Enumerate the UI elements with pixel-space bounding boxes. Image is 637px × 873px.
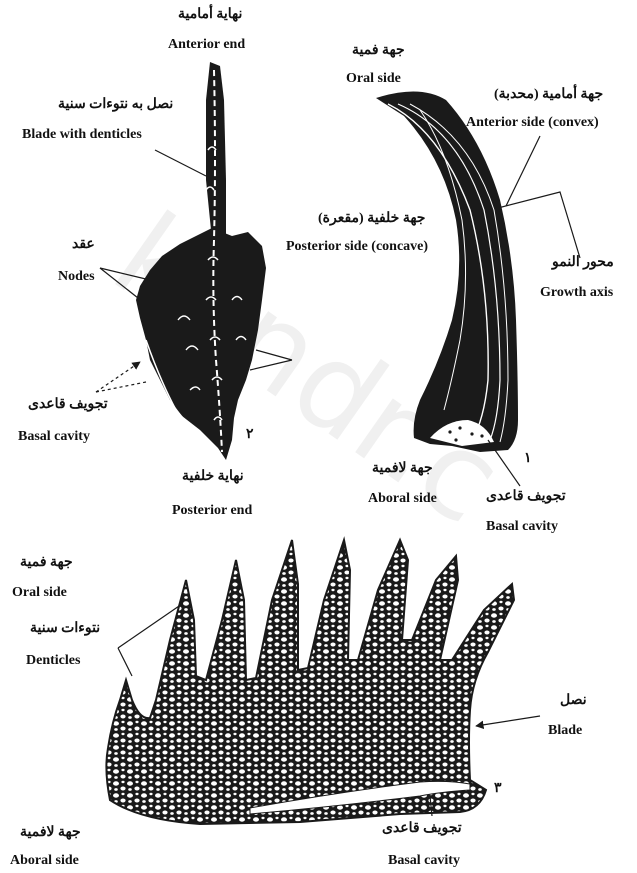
fig3-denticles-en: Denticles xyxy=(26,654,80,668)
fig3-number: ٣ xyxy=(494,782,502,796)
fig3-denticles-ar: نتوءات سنية xyxy=(30,622,100,636)
fig2-right-leader-b xyxy=(250,360,292,370)
fig2-number: ٢ xyxy=(246,428,254,442)
fig2-blade-leader xyxy=(155,150,206,176)
fig3-denticles-leader-b xyxy=(118,648,132,676)
fig2-body xyxy=(136,228,266,460)
fig3-basal-cavity-en: Basal cavity xyxy=(388,854,460,868)
fig1-number: ١ xyxy=(524,452,532,466)
fig1-anterior-leader xyxy=(506,136,540,206)
fig3-basal-cavity-ar: تجويف قاعدى xyxy=(382,822,462,836)
fig1-growth-axis-ar: محور النمو xyxy=(552,256,614,270)
fig2-nodes-en: Nodes xyxy=(58,270,95,284)
fig2-basal-cavity-en: Basal cavity xyxy=(18,430,90,444)
fig1-basal-cavity-en: Basal cavity xyxy=(486,520,558,534)
fig3-blade-en: Blade xyxy=(548,724,582,738)
fig1-aboral-side-ar: جهة لافمية xyxy=(372,462,433,476)
fig3-aboral-side-ar: جهة لافمية xyxy=(20,826,81,840)
figure-2-conodont xyxy=(96,62,292,460)
figure-3-conodont xyxy=(106,540,540,824)
fig2-basal-cavity-ar: تجويف قاعدى xyxy=(28,398,108,412)
fig2-right-leader-a xyxy=(256,350,292,360)
fig3-oral-side-ar: جهة فمية xyxy=(20,556,73,570)
fig1-growth-axis-en: Growth axis xyxy=(540,286,613,300)
fig1-posterior-side-en: Posterior side (concave) xyxy=(286,240,428,254)
fig2-blade-ar: نصل به نتوءات سنية xyxy=(58,98,173,112)
fig1-aboral-side-en: Aboral side xyxy=(368,492,437,506)
fig1-anterior-side-en: Anterior side (convex) xyxy=(466,116,599,130)
fig1-oral-side-en: Oral side xyxy=(346,72,401,86)
fig1-growth-axis-leader xyxy=(498,192,580,258)
fig3-blade-ar: نصل xyxy=(560,694,587,708)
fig3-aboral-side-en: Aboral side xyxy=(10,854,79,868)
fig3-blade-leader xyxy=(476,716,540,726)
fig2-blade-en: Blade with denticles xyxy=(22,128,142,142)
fig2-basal-leader-a xyxy=(96,362,140,392)
fig2-posterior-end-en: Posterior end xyxy=(172,504,252,518)
fig2-nodes-ar: عقد xyxy=(72,238,95,252)
fig3-oral-side-en: Oral side xyxy=(12,586,67,600)
fig2-posterior-end-ar: نهاية خلفية xyxy=(182,470,244,484)
fig2-anterior-end-ar: نهاية أمامية xyxy=(178,8,242,22)
fig1-oral-side-ar: جهة فمية xyxy=(352,44,405,58)
fig2-basal-leader-b xyxy=(96,382,146,392)
fig2-blade xyxy=(206,62,226,240)
fig1-anterior-side-ar: جهة أمامية (محدبة) xyxy=(494,88,603,102)
fig1-posterior-side-ar: جهة خلفية (مقعرة) xyxy=(318,212,425,226)
fig1-basal-cavity-ar: تجويف قاعدى xyxy=(486,490,566,504)
fig2-anterior-end-en: Anterior end xyxy=(168,38,245,52)
